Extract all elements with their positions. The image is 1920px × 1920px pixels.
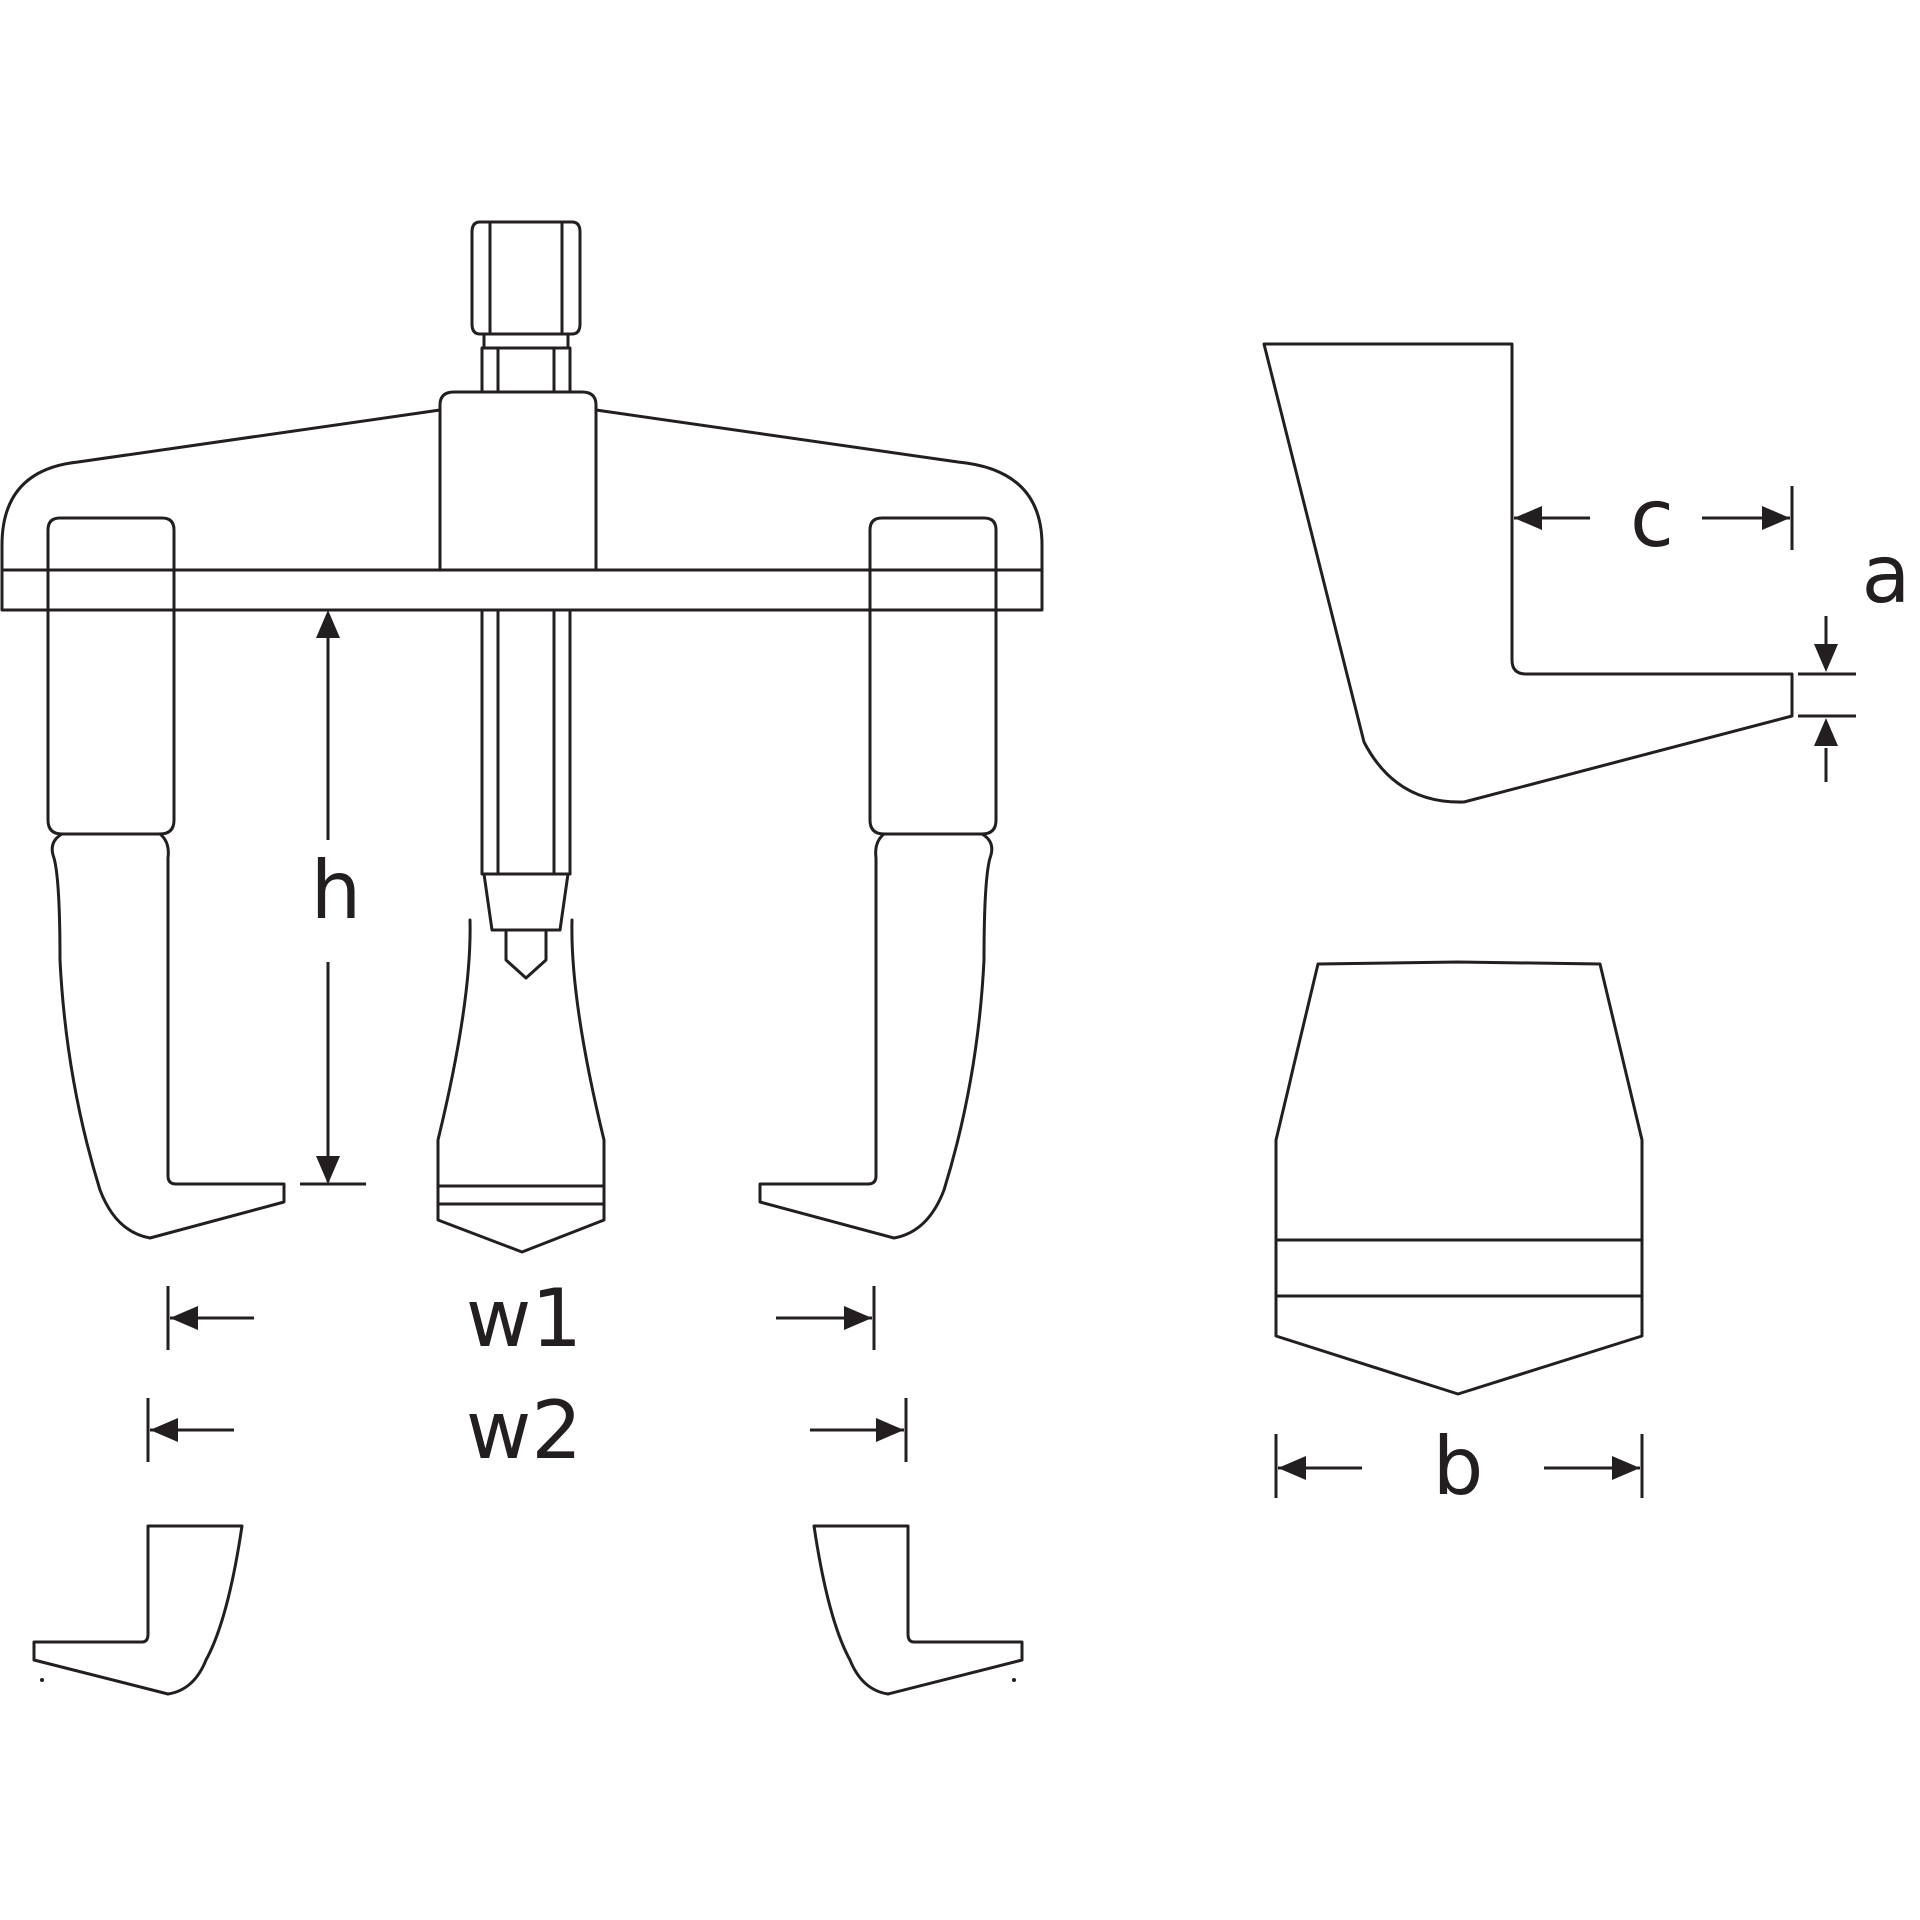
left-jaw	[46, 516, 286, 1240]
dimension-h: h	[300, 610, 366, 1186]
label-c: c	[1630, 472, 1674, 565]
jaw-side-view: c a	[1262, 342, 1911, 804]
right-jaw-tip-reversed	[812, 1524, 1024, 1696]
dimension-b: b	[1274, 1420, 1644, 1513]
right-jaw	[758, 516, 998, 1240]
label-b: b	[1433, 1420, 1484, 1513]
spindle	[436, 608, 606, 1254]
dimension-c: c	[1514, 472, 1794, 565]
dimension-w1: w1	[166, 1272, 876, 1365]
jaw-front-view: b	[1274, 960, 1644, 1513]
dimension-a: a	[1798, 528, 1911, 782]
spindle-nut	[470, 220, 582, 394]
puller-front-view: h w1 w2	[0, 220, 1044, 1696]
label-h: h	[311, 844, 362, 937]
label-w1: w1	[466, 1272, 582, 1365]
dimension-w2: w2	[146, 1384, 908, 1477]
crossbar	[0, 390, 1044, 612]
label-w2: w2	[466, 1384, 582, 1477]
left-jaw-tip-reversed	[32, 1524, 244, 1696]
label-a: a	[1861, 528, 1910, 621]
